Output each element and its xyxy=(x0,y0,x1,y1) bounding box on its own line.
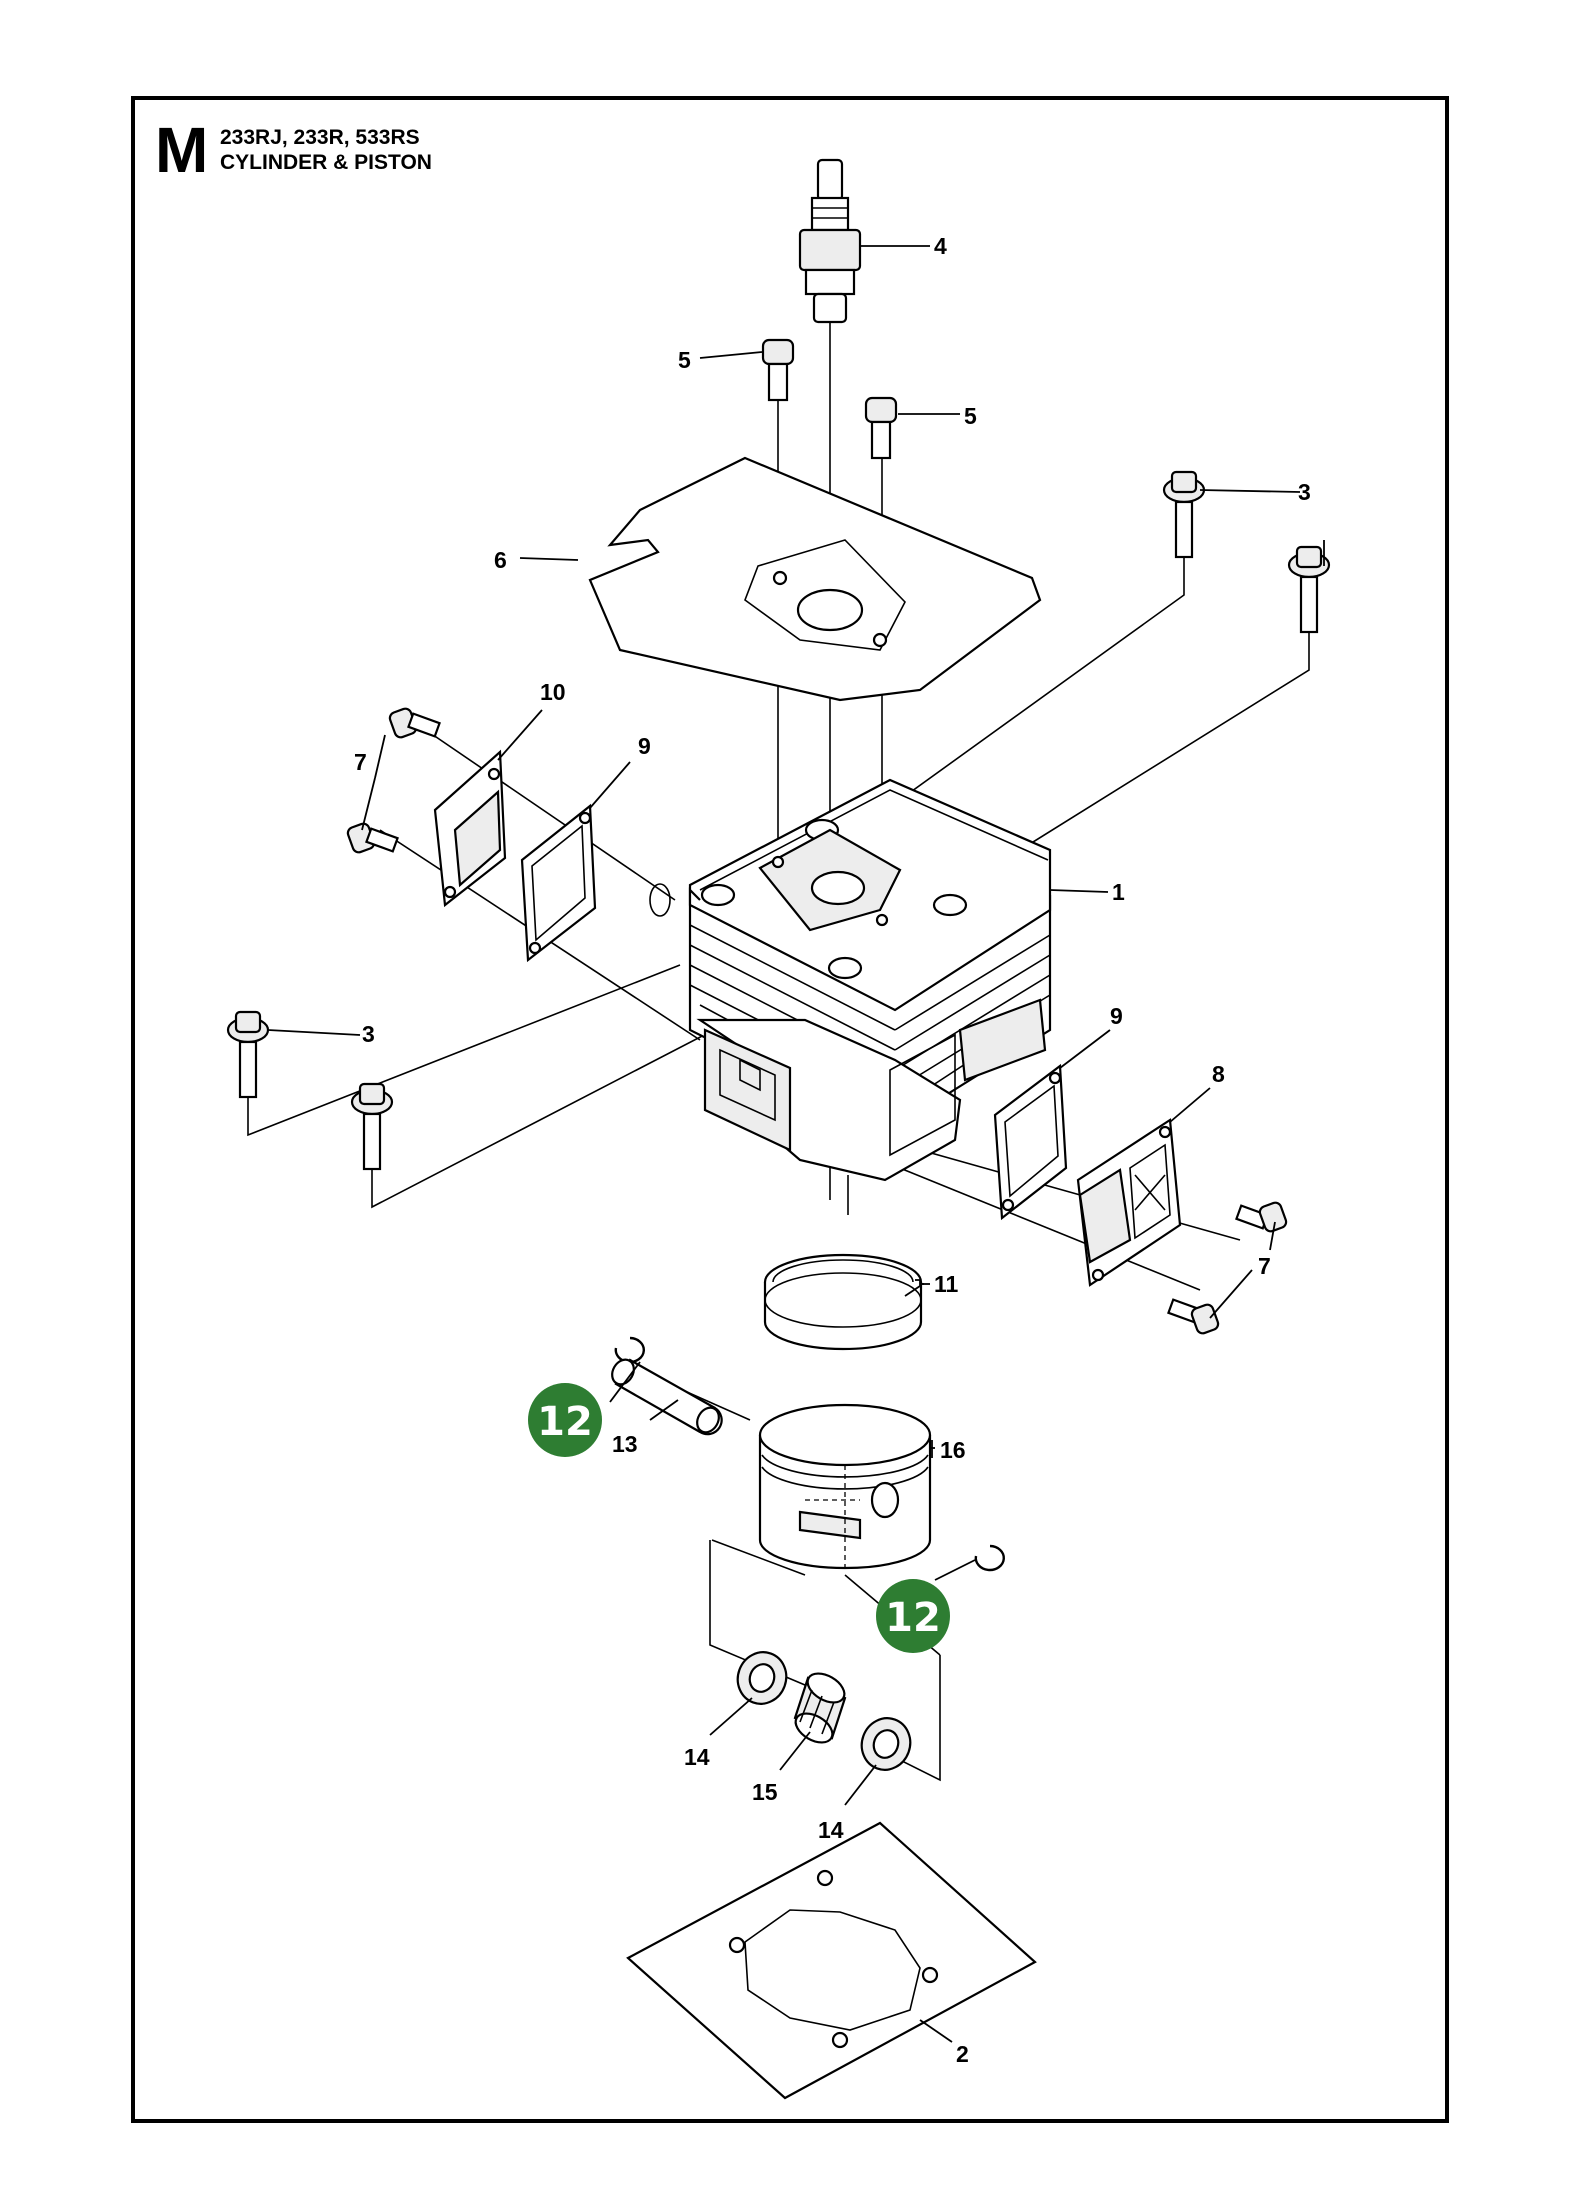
thrust-washer-a xyxy=(736,1651,788,1705)
label-part-3b: 3 xyxy=(362,1021,375,1047)
screw-7c xyxy=(1235,1201,1288,1233)
gasket-right xyxy=(993,1063,1068,1221)
label-part-13: 13 xyxy=(612,1431,638,1457)
screw-3c xyxy=(226,1010,270,1099)
label-part-14a: 14 xyxy=(684,1744,710,1770)
thrust-washer-b xyxy=(860,1717,912,1771)
section-letter: M xyxy=(155,114,209,186)
label-part-1: 1 xyxy=(1112,879,1125,905)
piston xyxy=(758,1403,932,1570)
page-title: CYLINDER & PISTON xyxy=(220,151,432,174)
label-part-7a: 7 xyxy=(354,749,367,775)
label-part-15: 15 xyxy=(752,1779,778,1805)
label-part-10: 10 xyxy=(540,679,566,705)
screw-3d xyxy=(350,1082,394,1171)
label-part-14b: 14 xyxy=(818,1817,844,1843)
cover-plate-left xyxy=(433,749,507,908)
screw-5a xyxy=(761,338,795,402)
label-part-5a: 5 xyxy=(678,347,691,373)
model-list: 233RJ, 233R, 533RS xyxy=(220,126,420,149)
circlip-a xyxy=(614,1336,645,1364)
spark-plug xyxy=(798,158,862,324)
heat-shield-plate xyxy=(588,456,1042,702)
piston-pin xyxy=(611,1358,723,1436)
callout-12a-badge xyxy=(528,1383,602,1457)
label-part-3a: 3 xyxy=(1298,479,1311,505)
screw-7d xyxy=(1167,1298,1220,1335)
gasket-left xyxy=(520,803,597,963)
screw-3b xyxy=(1287,545,1331,634)
label-part-5b: 5 xyxy=(964,403,977,429)
label-part-4: 4 xyxy=(934,233,947,259)
callout-12a[interactable]: 12 xyxy=(528,1383,602,1457)
needle-bearing xyxy=(793,1672,847,1744)
page-frame xyxy=(131,96,1449,2123)
screw-3a xyxy=(1162,470,1206,559)
callout-12b-label: 12 xyxy=(885,1595,941,1641)
label-part-8: 8 xyxy=(1212,1061,1225,1087)
screw-7b xyxy=(346,822,399,854)
base-gasket xyxy=(626,1821,1037,2100)
circlip-b xyxy=(974,1544,1005,1572)
label-part-16: 16 xyxy=(940,1437,966,1463)
callout-12a-label: 12 xyxy=(537,1399,593,1445)
label-part-7b: 7 xyxy=(1258,1253,1271,1279)
cylinder xyxy=(649,778,1052,1215)
part-labels: 4 5 5 3 6 10 7 9 1 3 9 8 7 11 13 16 14 1… xyxy=(354,233,1311,2067)
screw-7a xyxy=(388,707,441,739)
callout-12b-badge xyxy=(876,1579,950,1653)
label-part-6: 6 xyxy=(494,547,507,573)
piston-rings xyxy=(763,1253,923,1351)
label-leaders xyxy=(267,245,1325,2043)
label-part-9b: 9 xyxy=(1110,1003,1123,1029)
callout-12b[interactable]: 12 xyxy=(876,1579,950,1653)
label-part-11: 11 xyxy=(934,1271,959,1297)
label-part-2: 2 xyxy=(956,2041,969,2067)
screw-5b xyxy=(864,396,898,460)
label-part-9a: 9 xyxy=(638,733,651,759)
cover-plate-right xyxy=(1076,1118,1182,1287)
